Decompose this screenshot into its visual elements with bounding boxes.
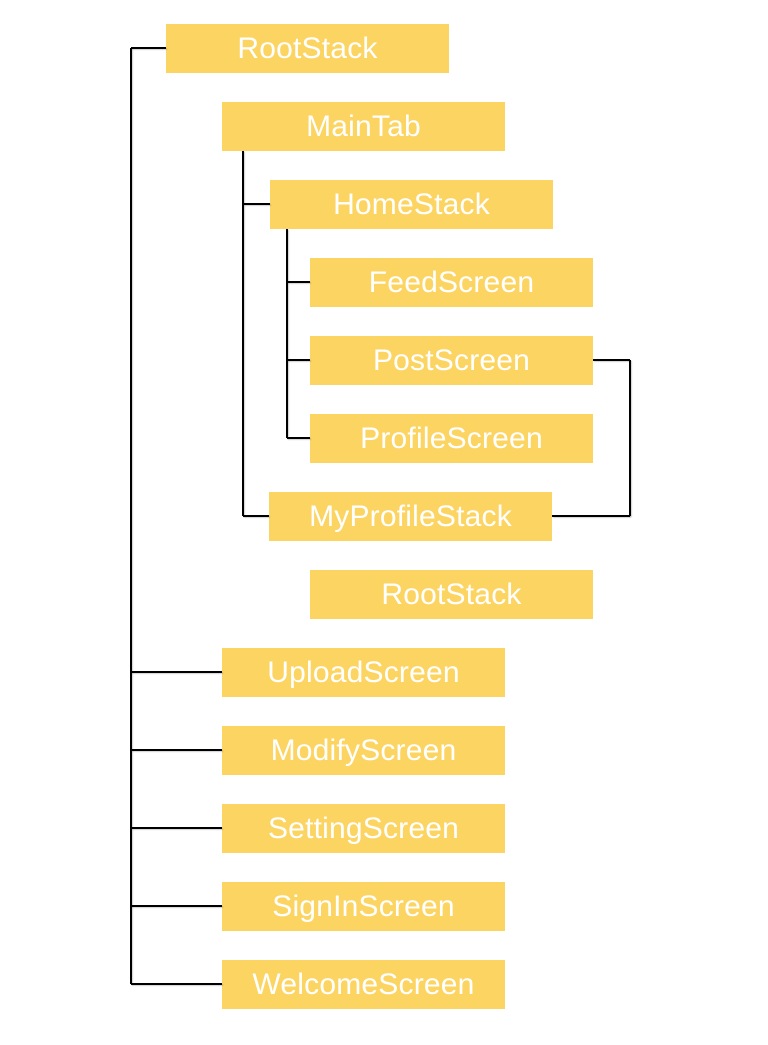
connector-line [131,905,222,907]
diagram-node-home-stack: HomeStack [270,180,553,229]
connector-line [131,983,222,985]
diagram-node-setting-screen: SettingScreen [222,804,505,853]
connector-line [287,437,310,439]
diagram-node-label: MyProfileStack [309,499,512,533]
diagram-node-label: FeedScreen [368,265,535,299]
diagram-node-root-stack-2: RootStack [310,570,593,619]
connector-line [243,203,270,205]
connector-line [130,48,132,984]
connector-line [287,359,310,361]
diagram-node-label: ProfileScreen [360,421,543,455]
diagram-node-main-tab: MainTab [222,102,505,151]
diagram-node-label: RootStack [381,577,522,611]
connector-line [131,47,166,49]
connector-line [286,229,288,438]
diagram-node-modify-screen: ModifyScreen [222,726,505,775]
connector-line [131,827,222,829]
diagram-node-label: PostScreen [372,343,531,377]
diagram-node-feed-screen: FeedScreen [310,258,593,307]
diagram-node-label: HomeStack [333,187,490,221]
diagram-node-welcome-screen: WelcomeScreen [222,960,505,1009]
connector-line [131,749,222,751]
diagram-node-sign-in-screen: SignInScreen [222,882,505,931]
diagram-node-label: RootStack [237,31,378,65]
connector-line [629,360,631,516]
diagram-node-label: SignInScreen [272,889,455,923]
diagram-node-label: ModifyScreen [270,733,457,767]
diagram-node-profile-screen: ProfileScreen [310,414,593,463]
diagram-node-label: UploadScreen [267,655,460,689]
diagram-node-root-stack: RootStack [166,24,449,73]
connector-line [552,515,630,517]
connector-line [287,281,310,283]
diagram-node-label: SettingScreen [267,811,460,845]
diagram-node-upload-screen: UploadScreen [222,648,505,697]
diagram-node-my-profile-stack: MyProfileStack [269,492,552,541]
diagram-node-post-screen: PostScreen [310,336,593,385]
connector-line [243,515,269,517]
diagram-node-label: MainTab [306,109,421,143]
connector-line [593,359,630,361]
diagram-node-label: WelcomeScreen [252,967,475,1001]
connector-line [242,151,244,516]
connector-line [131,671,222,673]
